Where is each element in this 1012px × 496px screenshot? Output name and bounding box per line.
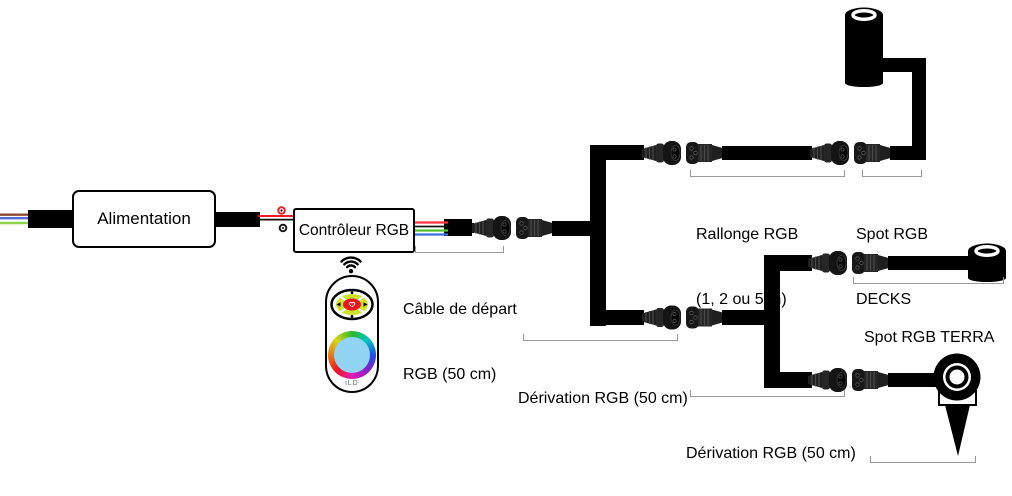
remote-color-wheel xyxy=(328,331,376,379)
bracket-spot-spike xyxy=(870,456,976,463)
main-cables xyxy=(28,58,972,388)
bracket-spot-decks xyxy=(862,170,922,177)
wifi-icon xyxy=(340,256,362,274)
bracket-spot-terra xyxy=(853,277,1004,284)
alimentation-label: Alimentation xyxy=(97,209,191,228)
terminal-negative xyxy=(278,223,288,233)
bracket-cable-depart xyxy=(415,246,504,253)
terminal-positive xyxy=(277,206,286,215)
label-spot-spike: Spot RGB SPIKE xyxy=(861,464,985,496)
controleur-label: Contrôleur RGB xyxy=(298,221,410,239)
mains-wires xyxy=(0,213,32,225)
label-spot-terra: Spot RGB TERRA xyxy=(864,329,995,346)
remote-color-wheel-center xyxy=(334,337,370,373)
label-cable-depart: Câble de départ RGB (50 cm) xyxy=(403,301,517,383)
remote-logo: iLD xyxy=(345,380,359,387)
spot-decks-icon xyxy=(845,7,883,87)
bracket-derivation-1 xyxy=(523,334,678,341)
bracket-rallonge xyxy=(690,170,845,177)
connector-pair-depart xyxy=(465,215,559,241)
connector-pair-rallonge-in xyxy=(635,140,729,166)
controleur-box: Contrôleur RGB xyxy=(293,208,415,253)
label-rallonge: Rallonge RGB (1, 2 ou 5 m) xyxy=(696,226,799,308)
bracket-derivation-2 xyxy=(690,390,845,397)
connector-pair-decks xyxy=(803,140,897,166)
label-derivation-2: Dérivation RGB (50 cm) xyxy=(686,445,856,462)
alimentation-box: Alimentation xyxy=(72,190,216,248)
spot-spike-icon xyxy=(933,353,981,456)
rgb-wires xyxy=(412,221,448,236)
label-derivation-1: Dérivation RGB (50 cm) xyxy=(518,390,688,407)
dc-wires xyxy=(258,206,295,233)
spot-terra-icon xyxy=(968,243,1006,282)
label-spot-decks: Spot RGB DECKS xyxy=(856,226,929,308)
